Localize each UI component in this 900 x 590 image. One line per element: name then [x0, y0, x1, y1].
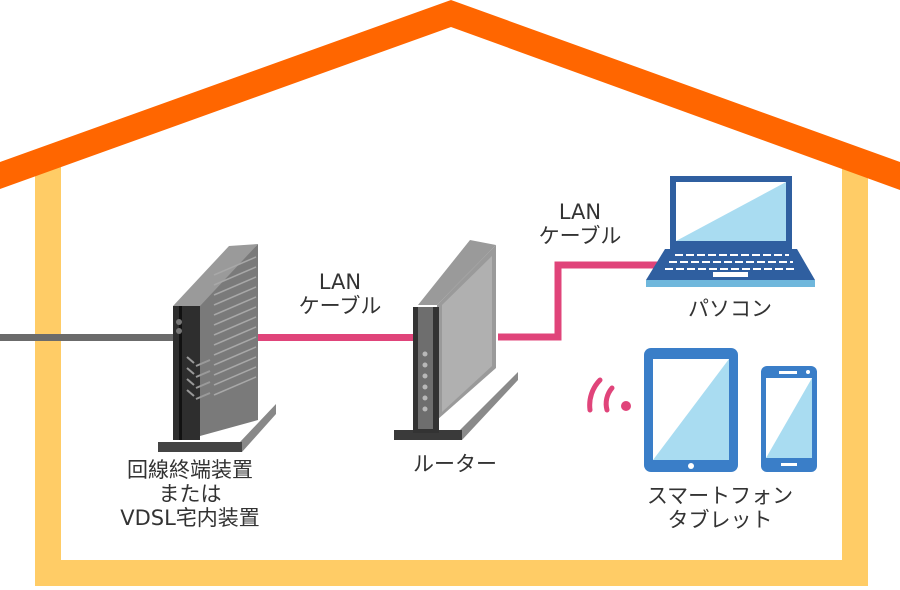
pc-label: パソコン	[660, 297, 800, 321]
lan-cable-1-label-line-1: LAN	[318, 270, 362, 294]
external-line	[0, 334, 178, 341]
ont-label: 回線終端装置 または VDSL宅内装置	[80, 458, 300, 530]
lan-cable-2-label-line-1: LAN	[558, 200, 602, 224]
mobile-label-line-2: タブレット	[667, 508, 773, 532]
pc-label-line-1: パソコン	[688, 297, 772, 321]
laptop-icon	[646, 176, 815, 287]
roof	[0, 0, 900, 190]
tablet-icon	[644, 348, 738, 472]
mobile-label-line-1: スマートフォン	[646, 484, 794, 508]
router-label: ルーター	[390, 452, 520, 476]
house-walls	[35, 165, 868, 586]
lan-cable-2	[498, 261, 658, 341]
lan-cable-1	[258, 334, 418, 341]
lan-cable-2-label: LAN ケーブル	[520, 200, 640, 248]
smartphone-icon	[761, 366, 817, 472]
lan-cable-1-label: LAN ケーブル	[280, 270, 400, 318]
right-wall	[842, 165, 868, 586]
ont-label-line-1: 回線終端装置	[127, 458, 253, 482]
ont-device-icon	[158, 244, 276, 452]
router-device-icon	[394, 240, 518, 440]
left-wall	[35, 165, 61, 586]
lan-cable-2-label-line-2: ケーブル	[538, 224, 622, 248]
ont-label-line-2: または	[158, 482, 222, 506]
lan-cable-1-label-line-2: ケーブル	[298, 294, 382, 318]
ont-label-line-3: VDSL宅内装置	[120, 506, 260, 530]
router-label-line-1: ルーター	[413, 452, 497, 476]
wifi-icon	[587, 377, 631, 413]
floor	[35, 560, 868, 586]
mobile-label: スマートフォン タブレット	[630, 484, 810, 532]
